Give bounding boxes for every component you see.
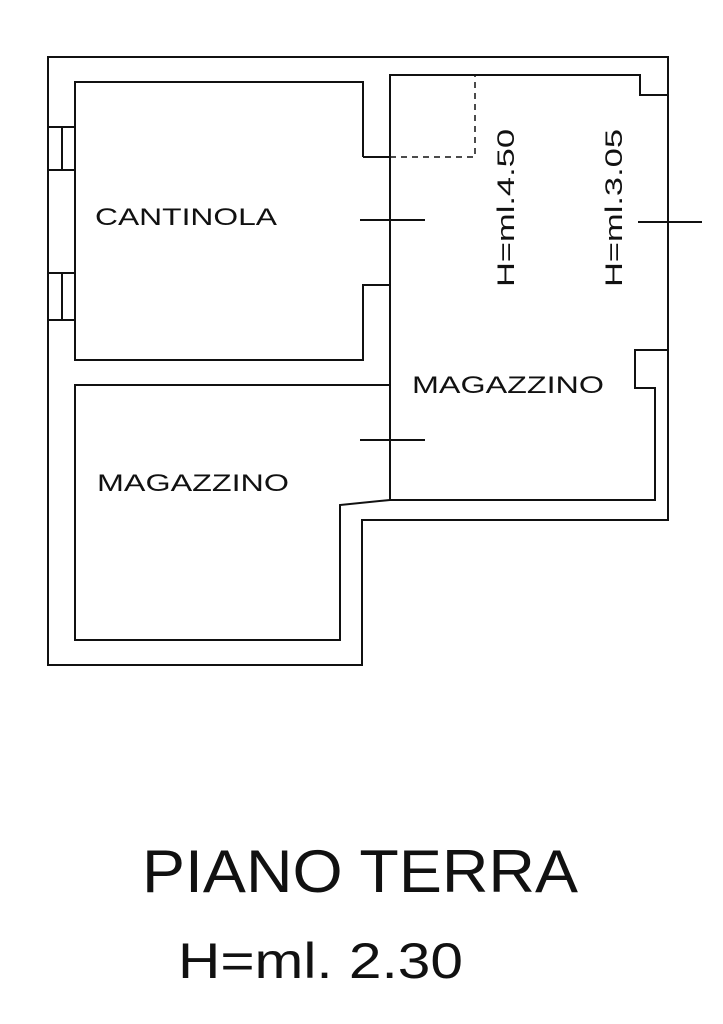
- right-magazzino-walls: [389, 74, 668, 501]
- room-label-magazzino-left: MAGAZZINO: [97, 470, 289, 497]
- left-magazzino-walls: [74, 384, 391, 641]
- floor-height: H=ml. 2.30: [178, 933, 463, 989]
- window-lower: [48, 272, 75, 321]
- cantinola-walls: [74, 81, 390, 361]
- room-label-magazzino-right: MAGAZZINO: [412, 372, 604, 399]
- dashed-line: [390, 75, 476, 158]
- room-label-cantinola: CANTINOLA: [95, 204, 277, 231]
- height-label-3-05: H=ml.3.05: [601, 129, 628, 287]
- window-upper: [48, 126, 75, 171]
- outer-wall: [47, 56, 669, 666]
- floor-title: PIANO TERRA: [142, 838, 578, 905]
- height-label-4-50: H=ml.4.50: [493, 129, 520, 287]
